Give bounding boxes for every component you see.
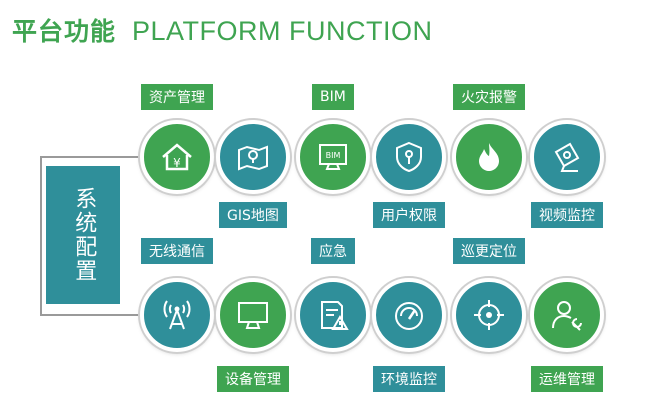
circle-user-wrench[interactable]: [530, 278, 604, 352]
gauge-icon: [395, 302, 423, 330]
circle-wireless-tower[interactable]: [140, 278, 214, 352]
circle-camera[interactable]: [530, 120, 604, 194]
target-icon: [474, 300, 504, 330]
title-english: PLATFORM FUNCTION: [132, 16, 433, 46]
circle-bim-monitor[interactable]: BIM: [296, 120, 370, 194]
label-user-wrench: 运维管理: [531, 366, 603, 392]
label-house-yen: 资产管理: [141, 84, 213, 110]
circle-house-yen[interactable]: ¥: [140, 120, 214, 194]
map-icon: [238, 145, 268, 171]
wireless-tower-icon: [163, 300, 191, 330]
circle-shield-key[interactable]: [372, 120, 446, 194]
house-yen-icon: ¥: [162, 143, 192, 171]
circle-fire[interactable]: [452, 120, 526, 194]
fire-icon: [479, 143, 499, 171]
row2-connector-line: [40, 314, 150, 316]
monitor-icon: [238, 302, 268, 329]
system-config-label: 系统配置: [71, 187, 97, 283]
circle-emergency-doc[interactable]: [296, 278, 370, 352]
circle-gauge[interactable]: [372, 278, 446, 352]
shield-key-icon: [396, 141, 422, 173]
bim-monitor-icon: BIM: [319, 144, 347, 170]
label-monitor: 设备管理: [217, 366, 289, 392]
label-map: GIS地图: [219, 202, 287, 228]
label-gauge: 环境监控: [373, 366, 445, 392]
svg-text:BIM: BIM: [326, 151, 341, 160]
row1-connector-line: [40, 156, 150, 158]
circle-map[interactable]: [216, 120, 290, 194]
label-wireless-tower: 无线通信: [141, 238, 213, 264]
label-camera: 视频监控: [531, 202, 603, 228]
label-shield-key: 用户权限: [373, 202, 445, 228]
left-connector-line: [40, 156, 42, 316]
page-title: 平台功能 PLATFORM FUNCTION: [12, 12, 433, 52]
system-config-box[interactable]: 系统配置: [46, 166, 120, 304]
user-wrench-icon: [552, 301, 582, 331]
label-target: 巡更定位: [453, 238, 525, 264]
label-emergency-doc: 应急: [311, 238, 355, 264]
circle-target[interactable]: [452, 278, 526, 352]
svg-text:¥: ¥: [173, 156, 181, 170]
emergency-doc-icon: [321, 301, 349, 330]
camera-icon: [554, 142, 580, 172]
circle-monitor[interactable]: [216, 278, 290, 352]
label-fire: 火灾报警: [453, 84, 525, 110]
label-bim-monitor: BIM: [312, 84, 354, 110]
title-chinese: 平台功能: [12, 17, 117, 46]
